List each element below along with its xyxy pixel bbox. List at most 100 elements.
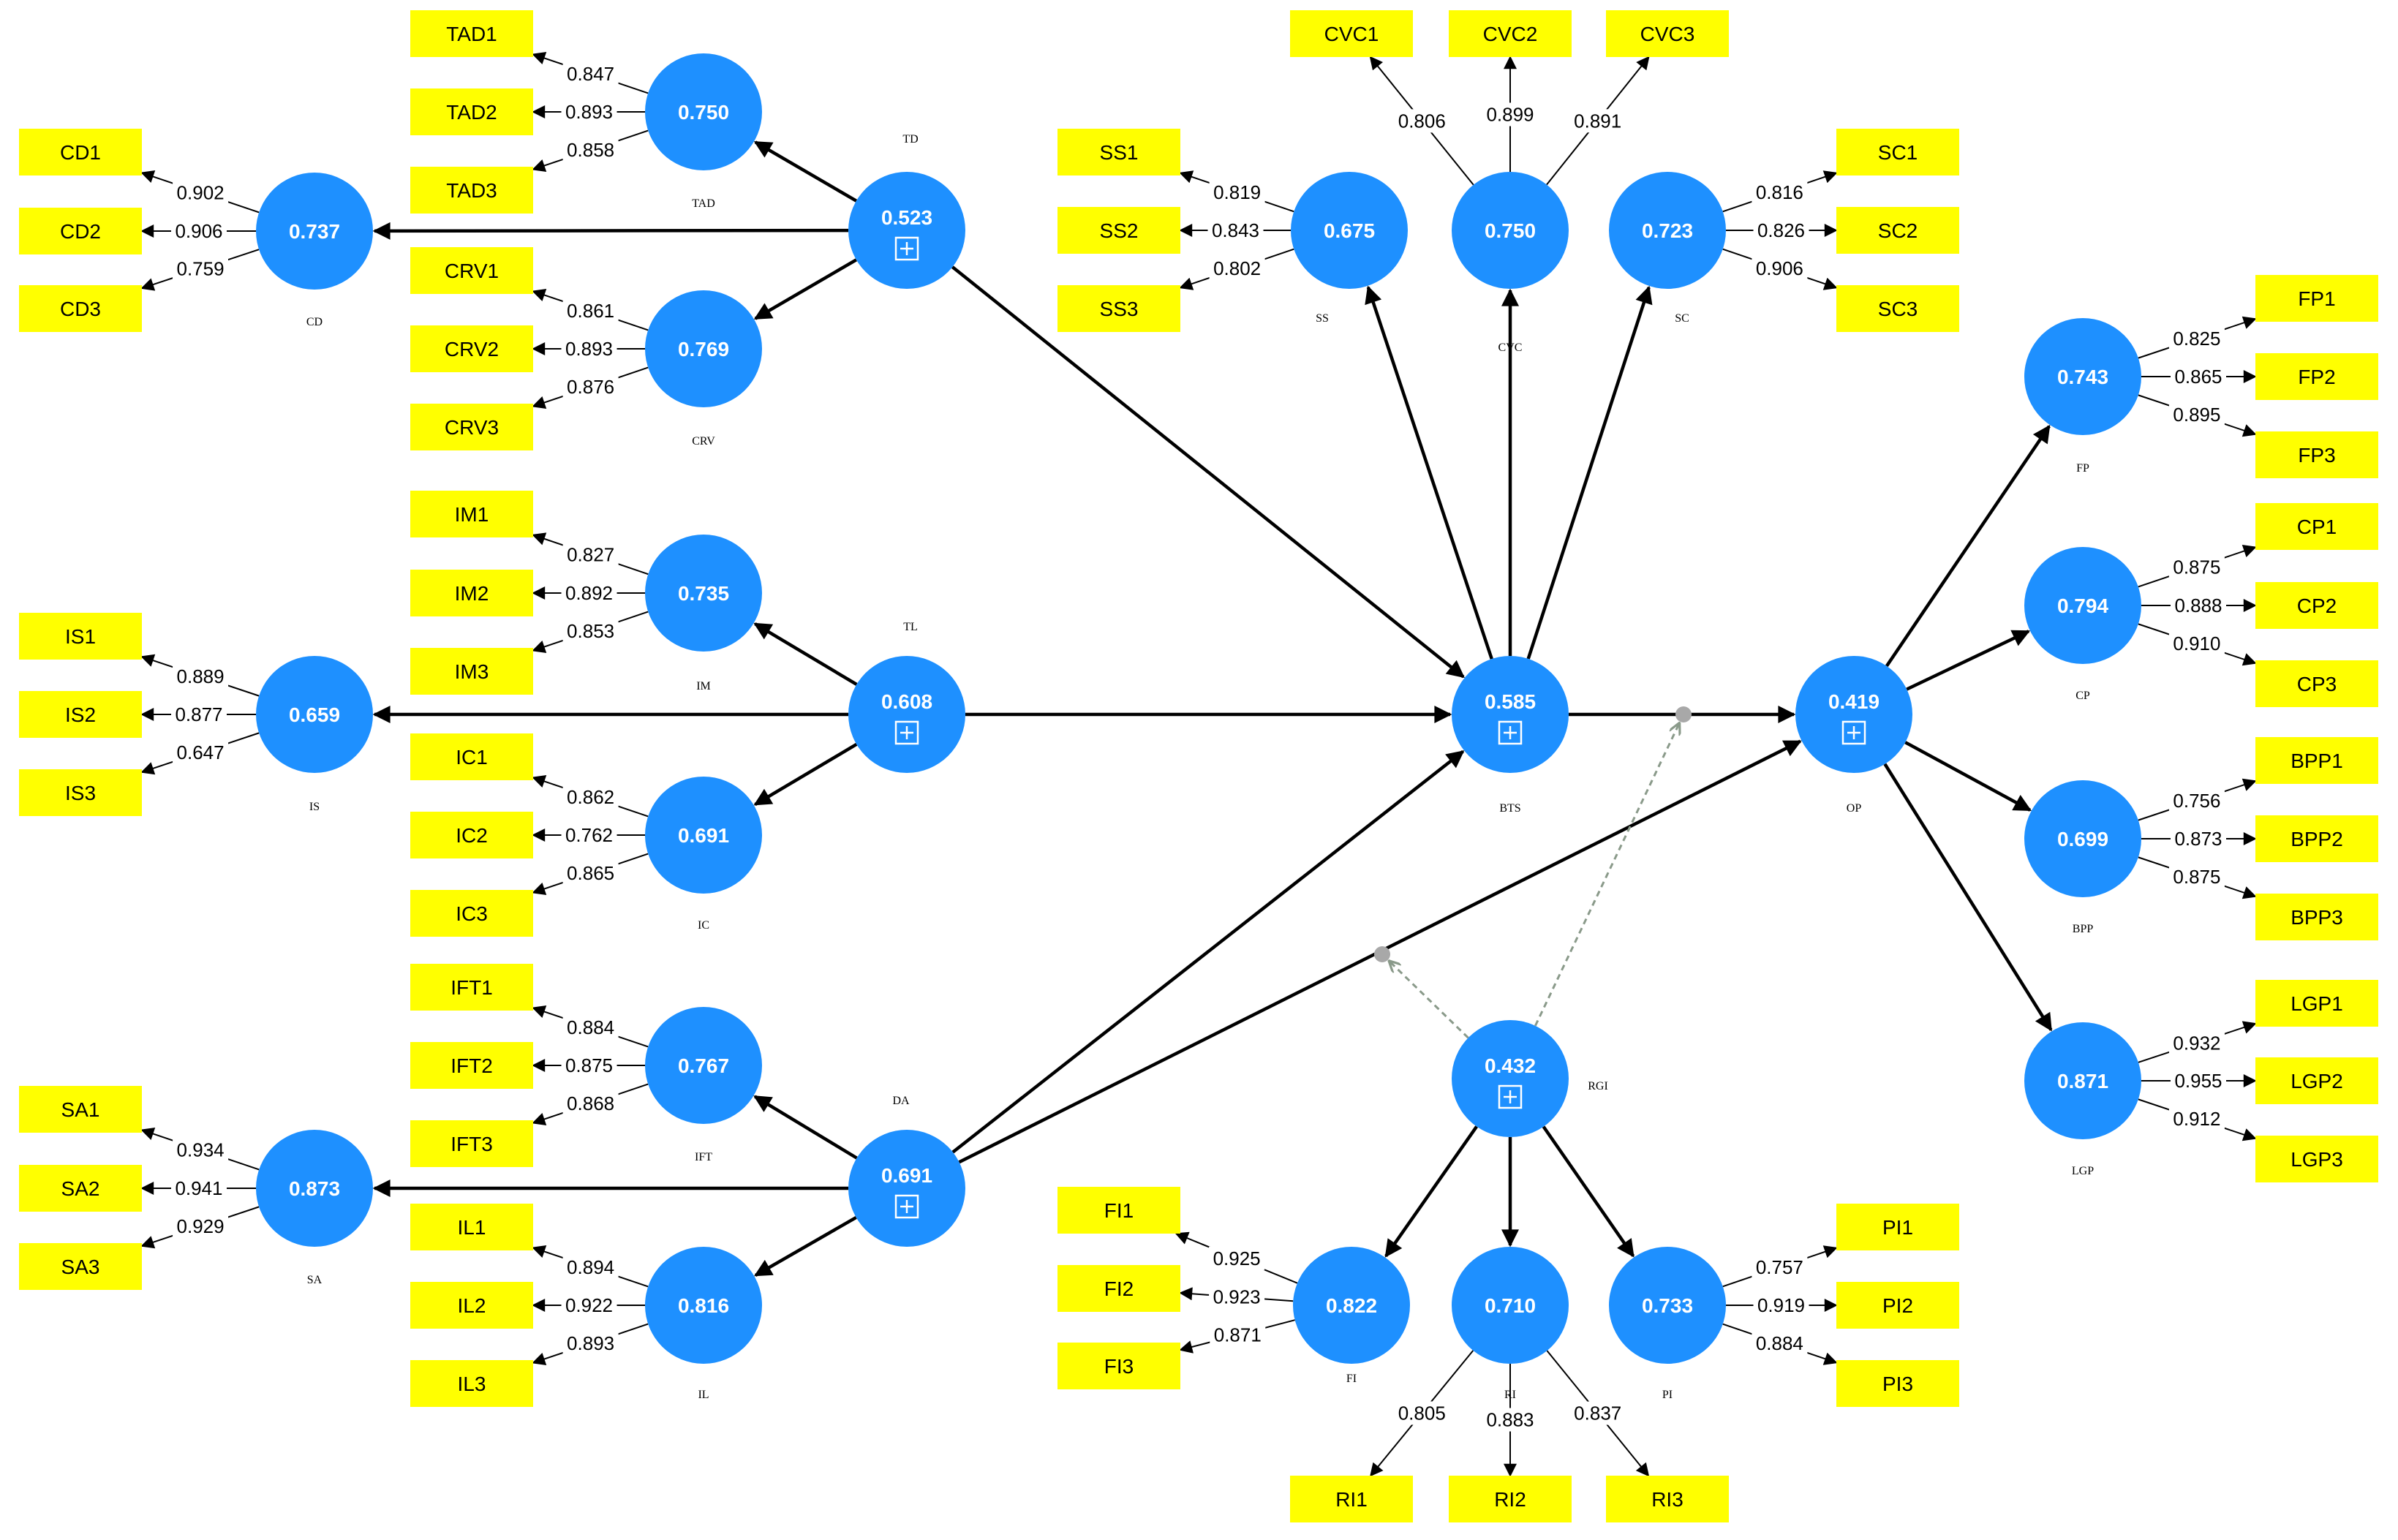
indicator-box <box>1836 129 1959 175</box>
indicator-ic1[interactable]: IC1 <box>410 733 533 780</box>
indicator-cvc1[interactable]: CVC1 <box>1290 10 1413 57</box>
loading-label-bg <box>1394 1401 1450 1425</box>
construct-im[interactable]: 0.735 <box>645 535 762 652</box>
expand-plus-icon[interactable] <box>1498 720 1523 745</box>
indicator-ic3[interactable]: IC3 <box>410 890 533 937</box>
construct-ss[interactable]: 0.675 <box>1291 172 1408 289</box>
indicator-box <box>2255 353 2378 400</box>
construct-ic[interactable]: 0.691 <box>645 777 762 894</box>
indicator-im3[interactable]: IM3 <box>410 648 533 695</box>
indicator-ift3[interactable]: IFT3 <box>410 1120 533 1167</box>
indicator-bpp2[interactable]: BPP2 <box>2255 815 2378 862</box>
indicator-sc3[interactable]: SC3 <box>1836 285 1959 332</box>
construct-fi[interactable]: 0.822 <box>1293 1247 1410 1364</box>
loading-label-bg <box>171 703 227 726</box>
indicator-is1[interactable]: IS1 <box>19 613 142 660</box>
indicator-ri1[interactable]: RI1 <box>1290 1476 1413 1522</box>
indicator-ss1[interactable]: SS1 <box>1057 129 1180 175</box>
indicator-ss2[interactable]: SS2 <box>1057 207 1180 254</box>
indicator-box <box>410 1282 533 1329</box>
indicator-cvc2[interactable]: CVC2 <box>1449 10 1572 57</box>
expand-plus-icon[interactable] <box>894 1194 919 1219</box>
indicator-bpp3[interactable]: BPP3 <box>2255 894 2378 940</box>
indicator-is2[interactable]: IS2 <box>19 691 142 738</box>
construct-lgp[interactable]: 0.871 <box>2024 1022 2141 1139</box>
indicator-fp3[interactable]: FP3 <box>2255 431 2378 478</box>
indicator-fi3[interactable]: FI3 <box>1057 1343 1180 1389</box>
indicator-cd1[interactable]: CD1 <box>19 129 142 175</box>
expand-plus-icon[interactable] <box>894 720 919 745</box>
construct-op[interactable]: 0.419 <box>1795 656 1912 773</box>
path-line <box>1526 285 1653 660</box>
construct-bts[interactable]: 0.585 <box>1452 656 1569 773</box>
loading-value: 0.955 <box>2174 1070 2222 1092</box>
construct-td[interactable]: 0.523 <box>848 172 965 289</box>
expand-plus-icon[interactable] <box>894 236 919 261</box>
indicator-crv1[interactable]: CRV1 <box>410 247 533 294</box>
construct-ri[interactable]: 0.710 <box>1452 1247 1569 1364</box>
indicator-sc2[interactable]: SC2 <box>1836 207 1959 254</box>
indicator-crv3[interactable]: CRV3 <box>410 404 533 450</box>
construct-cp[interactable]: 0.794 <box>2024 547 2141 664</box>
indicator-cd2[interactable]: CD2 <box>19 208 142 254</box>
indicator-sa3[interactable]: SA3 <box>19 1243 142 1290</box>
indicator-tad1[interactable]: TAD1 <box>410 10 533 57</box>
indicator-ri2[interactable]: RI2 <box>1449 1476 1572 1522</box>
indicator-pi1[interactable]: PI1 <box>1836 1204 1959 1250</box>
indicator-tad3[interactable]: TAD3 <box>410 167 533 214</box>
expand-plus-icon[interactable] <box>1841 720 1866 745</box>
expand-plus-icon[interactable] <box>1498 1084 1523 1109</box>
indicator-sc1[interactable]: SC1 <box>1836 129 1959 175</box>
indicator-pi2[interactable]: PI2 <box>1836 1282 1959 1329</box>
construct-tl[interactable]: 0.608 <box>848 656 965 773</box>
construct-bpp[interactable]: 0.699 <box>2024 780 2141 897</box>
indicator-il1[interactable]: IL1 <box>410 1204 533 1250</box>
loading-label-bg <box>2171 1069 2226 1092</box>
indicator-ri3[interactable]: RI3 <box>1606 1476 1729 1522</box>
indicator-cp3[interactable]: CP3 <box>2255 660 2378 707</box>
indicator-ic2[interactable]: IC2 <box>410 812 533 858</box>
construct-rgi[interactable]: 0.432 <box>1452 1020 1569 1137</box>
indicator-lgp3[interactable]: LGP3 <box>2255 1136 2378 1182</box>
indicator-fp2[interactable]: FP2 <box>2255 353 2378 400</box>
indicator-cvc3[interactable]: CVC3 <box>1606 10 1729 57</box>
indicator-crv2[interactable]: CRV2 <box>410 325 533 372</box>
indicator-im2[interactable]: IM2 <box>410 570 533 616</box>
indicator-is3[interactable]: IS3 <box>19 769 142 816</box>
indicator-cp1[interactable]: CP1 <box>2255 503 2378 550</box>
construct-il[interactable]: 0.816 <box>645 1247 762 1364</box>
indicator-sa1[interactable]: SA1 <box>19 1086 142 1133</box>
indicator-il3[interactable]: IL3 <box>410 1360 533 1407</box>
construct-is[interactable]: 0.659 <box>256 656 373 773</box>
construct-da[interactable]: 0.691 <box>848 1130 965 1247</box>
indicator-ift1[interactable]: IFT1 <box>410 964 533 1011</box>
indicator-sa2[interactable]: SA2 <box>19 1165 142 1212</box>
construct-cvc[interactable]: 0.750 <box>1452 172 1569 289</box>
indicator-il2[interactable]: IL2 <box>410 1282 533 1329</box>
indicator-fi2[interactable]: FI2 <box>1057 1265 1180 1312</box>
indicator-fi1[interactable]: FI1 <box>1057 1187 1180 1234</box>
construct-ift[interactable]: 0.767 <box>645 1007 762 1124</box>
indicator-lgp1[interactable]: LGP1 <box>2255 980 2378 1027</box>
indicator-im1[interactable]: IM1 <box>410 491 533 537</box>
construct-sa[interactable]: 0.873 <box>256 1130 373 1247</box>
indicator-fp1[interactable]: FP1 <box>2255 275 2378 322</box>
construct-tad[interactable]: 0.750 <box>645 53 762 170</box>
indicator-bpp1[interactable]: BPP1 <box>2255 737 2378 784</box>
construct-sc[interactable]: 0.723 <box>1609 172 1726 289</box>
loading-label: 0.876 <box>562 375 619 399</box>
indicator-ift2[interactable]: IFT2 <box>410 1042 533 1089</box>
construct-pi[interactable]: 0.733 <box>1609 1247 1726 1364</box>
construct-cd[interactable]: 0.737 <box>256 173 373 290</box>
indicator-cp2[interactable]: CP2 <box>2255 582 2378 629</box>
construct-crv[interactable]: 0.769 <box>645 290 762 407</box>
indicator-pi3[interactable]: PI3 <box>1836 1360 1959 1407</box>
indicator-tad2[interactable]: TAD2 <box>410 88 533 135</box>
indicator-ss3[interactable]: SS3 <box>1057 285 1180 332</box>
loading-value: 0.925 <box>1213 1248 1261 1269</box>
construct-fp[interactable]: 0.743 <box>2024 318 2141 435</box>
construct-circle <box>256 173 373 290</box>
indicator-cd3[interactable]: CD3 <box>19 285 142 332</box>
loading-label-bg <box>562 785 619 809</box>
indicator-lgp2[interactable]: LGP2 <box>2255 1057 2378 1104</box>
